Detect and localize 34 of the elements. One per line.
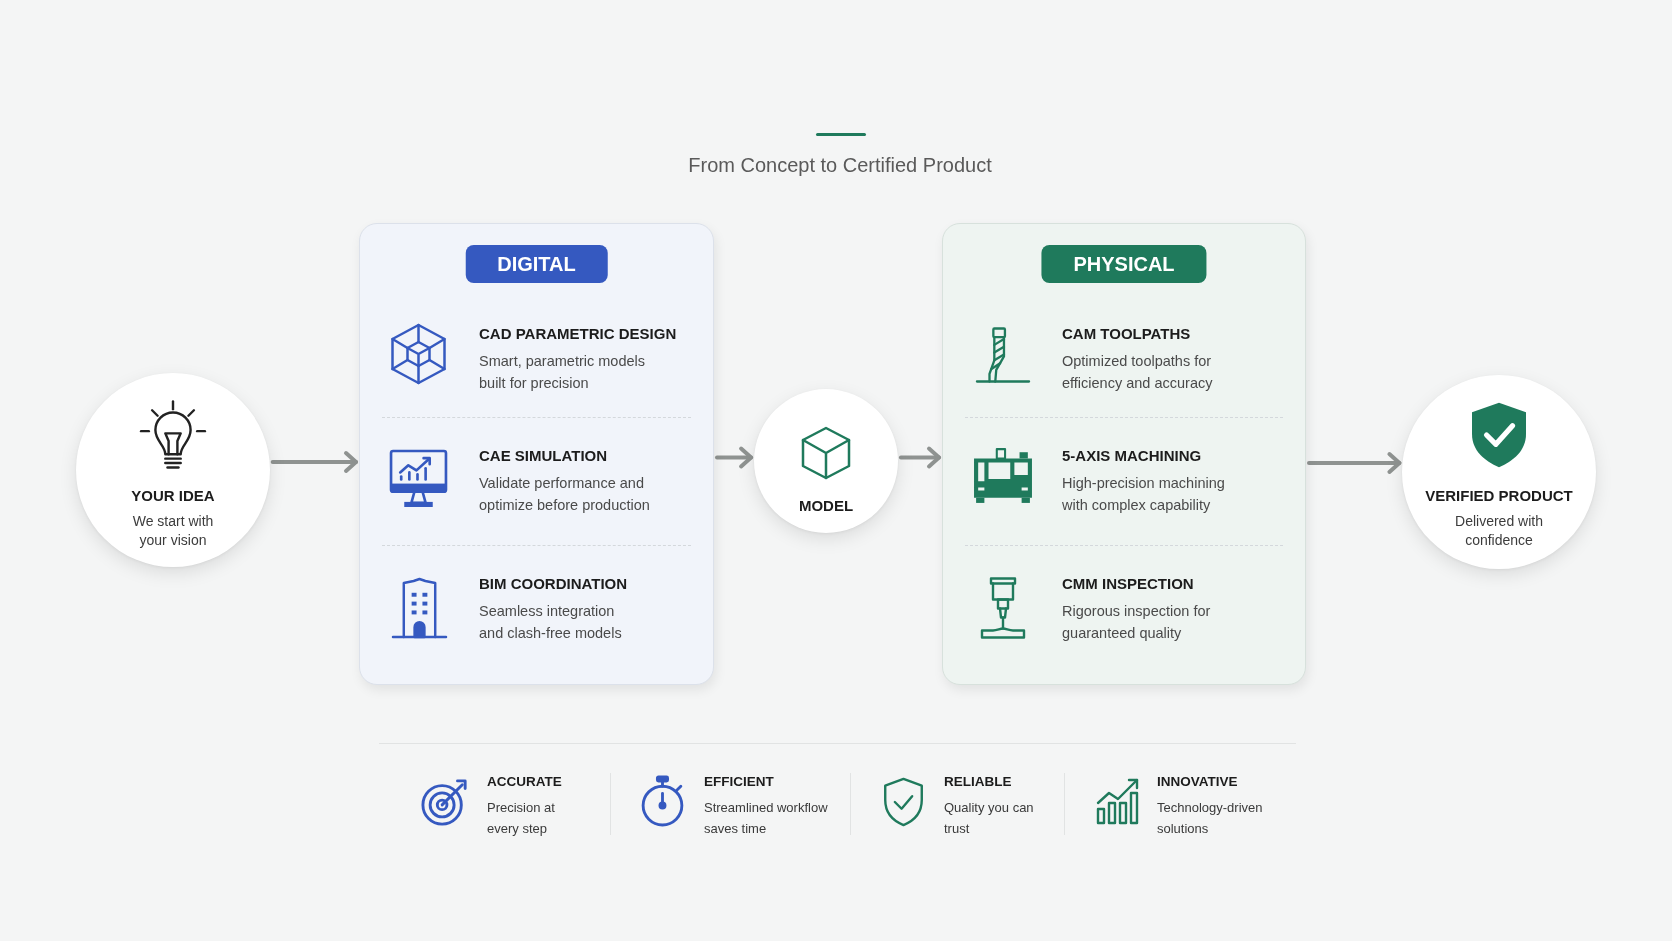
feature-description: Quality you can trust xyxy=(944,799,1035,838)
step-title: CAM TOOLPATHS xyxy=(1062,325,1191,343)
feature-title: RELIABLE xyxy=(944,774,1012,790)
step-description: Rigorous inspection for guaranteed quality xyxy=(1062,602,1212,643)
section-tag: DIGITAL xyxy=(465,245,608,283)
feature-title: INNOVATIVE xyxy=(1157,774,1238,790)
diagram-subtitle: From Concept to Certified Product xyxy=(688,153,992,177)
feature-description: Technology-driven solutions xyxy=(1157,799,1264,838)
feature-title: ACCURATE xyxy=(487,774,562,790)
step-title: VERIFIED PRODUCT xyxy=(1425,487,1573,505)
stage-panel xyxy=(942,223,1306,685)
feature-title: EFFICIENT xyxy=(704,774,774,790)
step-title: CAE SIMULATION xyxy=(479,447,608,465)
step-title: BIM COORDINATION xyxy=(479,575,628,593)
flow-arrow xyxy=(270,451,358,473)
feature-description: Precision at every step xyxy=(487,799,556,838)
step-description: High-precision machining with complex capability xyxy=(1062,474,1226,515)
step-description: Smart, parametric models built for precision xyxy=(479,352,646,393)
step-title: CAD PARAMETRIC DESIGN xyxy=(479,325,677,343)
step-description: We start with your vision xyxy=(131,512,215,550)
step-description: Seamless integration and clash-free models xyxy=(479,602,623,643)
step-title: CMM INSPECTION xyxy=(1062,575,1194,593)
step-title: YOUR IDEA xyxy=(131,487,215,505)
step-title: 5-AXIS MACHINING xyxy=(1062,447,1202,465)
step-description: Optimized toolpaths for efficiency and accuracy xyxy=(1062,352,1214,393)
feature-description: Streamlined workflow saves time xyxy=(704,799,829,838)
step-description: Delivered with confidence xyxy=(1454,512,1544,550)
flow-arrow xyxy=(715,446,754,469)
flow-arrow xyxy=(898,446,941,469)
stage-panel xyxy=(359,223,714,685)
step-description: Validate performance and optimize before production xyxy=(479,474,651,515)
section-tag: PHYSICAL xyxy=(1041,245,1207,283)
step-title: MODEL xyxy=(798,497,854,515)
flow-arrow xyxy=(1307,452,1402,474)
